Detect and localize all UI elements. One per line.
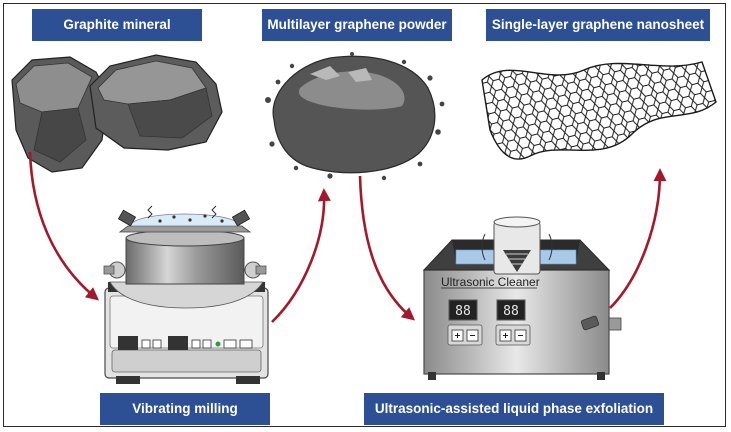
arrow-cleaner-to-nanosheet [609, 168, 667, 309]
graphite-rocks-icon [11, 54, 223, 173]
single-layer-graphene-label: Single-layer graphene nanosheet [486, 9, 710, 41]
ultrasonic-exfoliation-label: Ultrasonic-assisted liquid phase exfolia… [364, 393, 664, 425]
graphene-powder-icon [265, 52, 445, 181]
time-display: 88 [455, 304, 471, 319]
arrow-powder-to-cleaner [358, 175, 415, 321]
diagram-frame [3, 3, 726, 427]
process-arrows [28, 151, 667, 323]
multilayer-graphene-label: Multilayer graphene powder [262, 9, 452, 41]
vibrating-milling-label: Vibrating milling [100, 393, 270, 425]
ultrasonic-cleaner-icon: Ultrasonic Cleaner 88 88 [422, 216, 622, 380]
arrow-mill-to-powder [271, 188, 331, 323]
temperature-display: 88 [503, 304, 519, 319]
arrow-graphite-to-mill [28, 151, 100, 301]
cleaner-brand-text: Ultrasonic Cleaner [441, 275, 540, 289]
vibrating-mill-icon [103, 205, 269, 384]
graphite-mineral-label: Graphite mineral [32, 9, 202, 41]
graphene-nanosheet-icon [481, 61, 717, 160]
